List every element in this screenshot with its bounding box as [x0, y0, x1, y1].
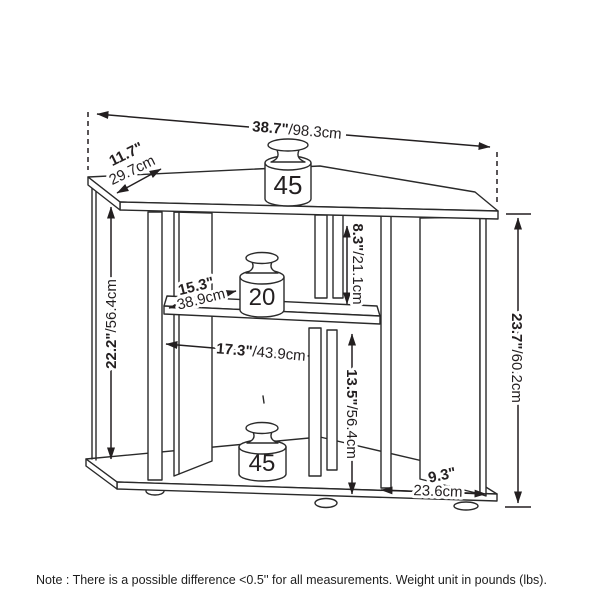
weight-bottom-knob [245, 421, 279, 435]
dim-overall-height: 23.7"/60.2cm [505, 213, 531, 508]
center-tube-upper [314, 214, 328, 299]
weight-top: 45 [264, 138, 312, 207]
weight-middle: 20 [239, 251, 285, 318]
right-front-tube [380, 215, 392, 489]
weight-top-knob [267, 138, 309, 152]
dim-top-to-shelf-gap-label: 8.3"/21.1cm [349, 223, 366, 304]
right-side-panel-face [419, 216, 481, 495]
dim-overall-height-label: 23.7"/60.2cm [508, 313, 525, 403]
top-panel-left-bevel [87, 176, 121, 211]
weight-middle-knob [245, 251, 279, 265]
center-mark [262, 395, 265, 404]
dim-top-to-shelf-gap: 8.3"/21.1cm [343, 220, 369, 308]
floor-foot-right [453, 501, 479, 511]
weight-middle-stem [245, 261, 279, 274]
weight-bottom-body [238, 446, 287, 482]
bottom-shelf-left-bevel [85, 458, 118, 490]
dim-left-height-label: 22.2"/56.4cm [103, 279, 120, 369]
weight-middle-label: 20 [249, 284, 276, 311]
left-front-tube [147, 211, 163, 481]
dim-left-height: 22.2"/56.4cm [100, 206, 123, 460]
dim-middle-shelf-depth-line [168, 289, 237, 310]
center-tube-lower [308, 327, 322, 477]
weight-bottom: 45 [238, 395, 287, 482]
weight-top-body [264, 162, 312, 207]
back-tube-lower [326, 329, 338, 471]
weight-top-label: 45 [274, 170, 303, 200]
dim-right-side-depth-line [380, 486, 487, 498]
dim-inner-width-line [165, 340, 310, 360]
dim-top-width-line-b [345, 134, 491, 151]
dim-left-side-depth-line [116, 168, 162, 194]
right-side-panel-edge [479, 215, 487, 497]
right-side-panel [419, 215, 487, 497]
dim-shelf-to-base-gap: 13.5"/56.4cm [340, 333, 363, 495]
weight-top-stem [270, 149, 306, 163]
weight-bottom-label: 45 [249, 450, 276, 477]
dim-shelf-to-base-gap-label: 13.5"/56.4cm [343, 369, 360, 459]
middle-left-panel [173, 211, 213, 477]
left-back-edge [91, 185, 97, 461]
weight-bottom-stem [246, 431, 279, 444]
dim-right-side-depth-cm: 23.6cm [413, 482, 463, 501]
dim-top-width-line-a [96, 110, 250, 128]
back-tube-upper [332, 214, 344, 299]
floor-foot-middle [314, 497, 338, 509]
dim-inner-width-label: 17.3"/43.9cm [216, 340, 307, 364]
tv-stand-drawing: 45 20 45 [85, 138, 499, 511]
measurement-note: Note : There is a possible difference <0… [36, 573, 547, 587]
weight-middle-body [239, 276, 285, 318]
